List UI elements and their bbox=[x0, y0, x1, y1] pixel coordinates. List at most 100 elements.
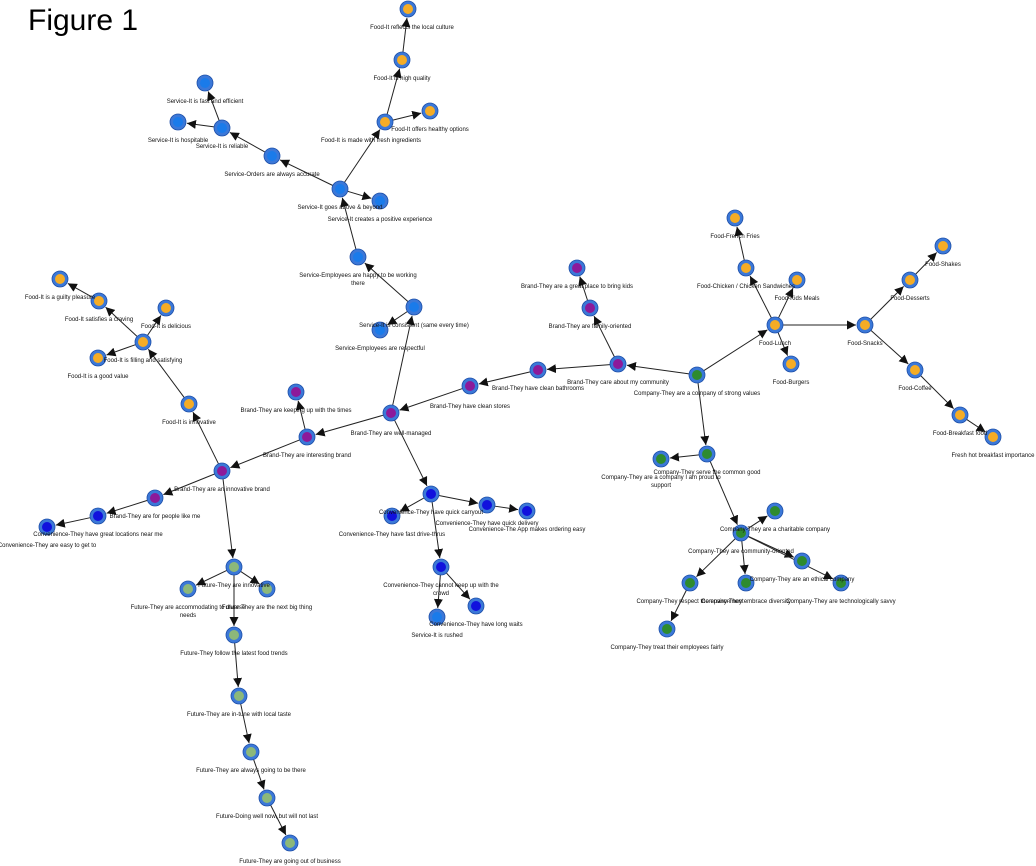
node-label-brand_clean: Brand-They have clean stores bbox=[430, 404, 510, 410]
edge-fut_tune-to-fut_always bbox=[240, 703, 252, 744]
node-comp_tech[interactable] bbox=[832, 574, 850, 592]
node-svc_respect[interactable] bbox=[371, 321, 389, 339]
node-comp_ethical[interactable] bbox=[793, 552, 811, 570]
edge-brand_interesting-to-brand_times bbox=[295, 400, 306, 430]
node-food_lunch[interactable] bbox=[766, 316, 784, 334]
node-brand_people[interactable] bbox=[146, 489, 164, 507]
node-food_delicious[interactable] bbox=[157, 299, 175, 317]
node-svc_happy[interactable] bbox=[349, 248, 367, 266]
node-food_quality[interactable] bbox=[393, 51, 411, 69]
node-food_healthy[interactable] bbox=[421, 102, 439, 120]
node-conv_locations[interactable] bbox=[89, 507, 107, 525]
node-label-food_breakfast: Food-Breakfast food bbox=[933, 431, 987, 437]
node-brand_times[interactable] bbox=[287, 383, 305, 401]
node-label-svc_positive: Service-It creates a positive experience bbox=[328, 217, 433, 223]
node-food_fresh[interactable] bbox=[376, 113, 394, 131]
edge-brand_interesting-to-brand_innov bbox=[230, 439, 300, 469]
node-food_craving[interactable] bbox=[90, 292, 108, 310]
node-comp_diversity[interactable] bbox=[737, 574, 755, 592]
node-food_shakes[interactable] bbox=[934, 237, 952, 255]
node-food_desserts[interactable] bbox=[901, 271, 919, 289]
node-food_coffee[interactable] bbox=[906, 361, 924, 379]
node-conv_carryout[interactable] bbox=[422, 485, 440, 503]
node-fut_outbiz[interactable] bbox=[281, 834, 299, 852]
edge-food_coffee-to-food_breakfast bbox=[920, 375, 954, 409]
node-svc_reliable[interactable] bbox=[213, 119, 231, 137]
node-food_snacks[interactable] bbox=[856, 316, 874, 334]
node-comp_good[interactable] bbox=[698, 445, 716, 463]
node-svc_positive[interactable] bbox=[371, 192, 389, 210]
edge-comp_good-to-comp_community bbox=[709, 461, 739, 525]
node-comp_respect_env[interactable] bbox=[681, 574, 699, 592]
edge-conv_carryout-to-conv_delivery bbox=[438, 495, 479, 506]
edge-conv_carryout-to-conv_crowd bbox=[431, 501, 444, 559]
node-brand_clean[interactable] bbox=[461, 377, 479, 395]
node-label-conv_app: Convenience-The App makes ordering easy bbox=[469, 527, 586, 533]
node-label-food_fries: Food-French Fries bbox=[710, 234, 759, 240]
node-food_chicken[interactable] bbox=[737, 259, 755, 277]
node-brand_innov[interactable] bbox=[213, 462, 231, 480]
node-brand_family[interactable] bbox=[581, 299, 599, 317]
node-label-conv_crowd: Convenience-They cannot keep up with the… bbox=[383, 583, 499, 597]
node-conv_easy[interactable] bbox=[38, 518, 56, 536]
edge-svc_orders-to-svc_reliable bbox=[229, 131, 266, 153]
node-label-comp_respect_env: Company-They respect the environment bbox=[636, 599, 743, 605]
node-label-fut_innov: Future-They are innovative bbox=[198, 583, 270, 589]
node-conv_crowd[interactable] bbox=[432, 558, 450, 576]
node-comp_charitable[interactable] bbox=[766, 502, 784, 520]
node-food_guilty[interactable] bbox=[51, 270, 69, 288]
node-svc_hosp[interactable] bbox=[169, 113, 187, 131]
node-food_burgers[interactable] bbox=[782, 355, 800, 373]
node-food_breakfast[interactable] bbox=[951, 406, 969, 424]
node-food_filling[interactable] bbox=[134, 333, 152, 351]
edge-food_filling-to-food_craving bbox=[105, 306, 138, 337]
node-svc_fast[interactable] bbox=[196, 74, 214, 92]
node-svc_rushed[interactable] bbox=[428, 608, 446, 626]
node-label-food_lunch: Food-Lunch bbox=[759, 341, 791, 347]
node-label-brand_interesting: Brand-They are interesting brand bbox=[263, 453, 351, 459]
edge-fut_doing-to-fut_outbiz bbox=[270, 804, 287, 836]
edge-food_lunch-to-food_burgers bbox=[777, 332, 789, 356]
node-brand_interesting[interactable] bbox=[298, 428, 316, 446]
node-food_fries[interactable] bbox=[726, 209, 744, 227]
node-conv_waits[interactable] bbox=[467, 597, 485, 615]
edge-food_snacks-to-food_coffee bbox=[870, 329, 909, 365]
node-brand_kids[interactable] bbox=[568, 259, 586, 277]
node-fut_bigthing[interactable] bbox=[258, 580, 276, 598]
node-fut_always[interactable] bbox=[242, 743, 260, 761]
edge-brand_people-to-conv_locations bbox=[106, 499, 148, 515]
node-comp_strong[interactable] bbox=[688, 366, 706, 384]
node-brand_bathrooms[interactable] bbox=[529, 361, 547, 379]
node-food_innov[interactable] bbox=[180, 395, 198, 413]
node-fut_innov[interactable] bbox=[225, 558, 243, 576]
node-food_kids[interactable] bbox=[788, 271, 806, 289]
node-label-conv_waits: Convenience-They have long waits bbox=[429, 622, 522, 628]
node-label-svc_fast: Service-It is fast and efficient bbox=[167, 99, 244, 105]
node-comp_proud[interactable] bbox=[652, 450, 670, 468]
node-svc_orders[interactable] bbox=[263, 147, 281, 165]
edge-food_chicken-to-food_fries bbox=[734, 226, 745, 261]
node-food_culture[interactable] bbox=[399, 0, 417, 18]
edge-fut_always-to-fut_doing bbox=[253, 759, 266, 790]
node-fut_doing[interactable] bbox=[258, 789, 276, 807]
node-conv_app[interactable] bbox=[518, 502, 536, 520]
node-comp_employees[interactable] bbox=[658, 620, 676, 638]
node-label-food_fresh: Food-It is made with fresh ingredients bbox=[321, 138, 421, 144]
node-fresh_breakfast[interactable] bbox=[984, 428, 1002, 446]
node-conv_delivery[interactable] bbox=[478, 496, 496, 514]
node-svc_consistent[interactable] bbox=[405, 298, 423, 316]
node-svc_above[interactable] bbox=[331, 180, 349, 198]
node-fut_tune[interactable] bbox=[230, 687, 248, 705]
node-food_value[interactable] bbox=[89, 349, 107, 367]
node-comp_community[interactable] bbox=[732, 524, 750, 542]
node-fut_trends[interactable] bbox=[225, 626, 243, 644]
node-brand_community[interactable] bbox=[609, 355, 627, 373]
edge-food_filling-to-food_value bbox=[106, 344, 136, 357]
edge-brand_innov-to-brand_people bbox=[163, 473, 215, 496]
node-label-food_chicken: Food-Chicken / Chicken Sandwiches bbox=[697, 284, 795, 290]
node-label-food_kids: Food-Kids Meals bbox=[774, 296, 819, 302]
node-brand_managed[interactable] bbox=[382, 404, 400, 422]
node-fut_accom[interactable] bbox=[179, 580, 197, 598]
node-conv_drive[interactable] bbox=[383, 507, 401, 525]
node-label-food_delicious: Food-It is delicious bbox=[141, 324, 191, 330]
